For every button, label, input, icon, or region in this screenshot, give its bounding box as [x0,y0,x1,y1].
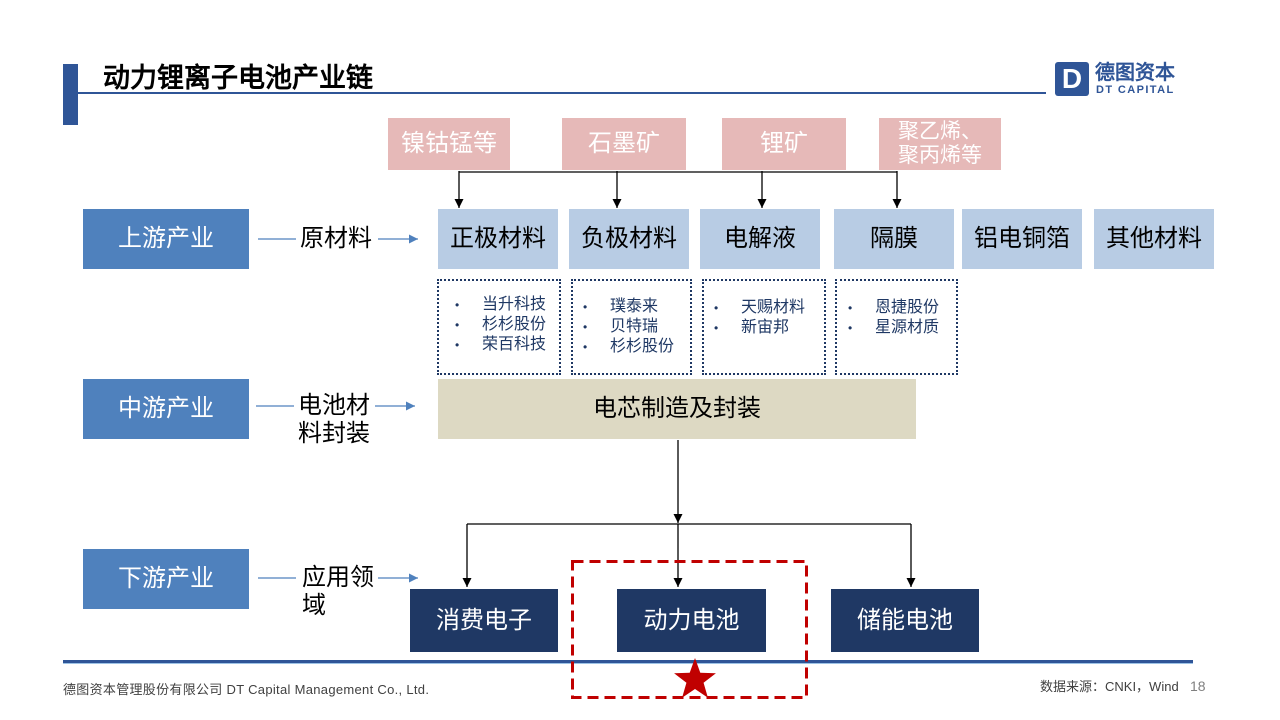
bullet-marker: • [583,300,588,314]
supplier-name: 杉杉股份 [482,316,547,333]
supplier-name: 当升科技 [482,296,547,313]
supplier-list-cathode: • 当升科技 • 杉杉股份 • 荣百科技 [437,279,561,375]
supplier-list-electrolyte: • 天赐材料 • 新宙邦 [702,279,826,375]
list-item: • 恩捷股份 [848,298,956,318]
brand-logo-icon: D [1055,62,1089,96]
raw-source-lithium: 锂矿 [722,118,846,170]
page-title: 动力锂离子电池产业链 [103,63,373,93]
list-item: • 新宙邦 [714,318,824,338]
supplier-list-separator: • 恩捷股份 • 星源材质 [835,279,958,375]
application-power-battery: 动力电池 [617,589,766,652]
list-item: • 荣百科技 [455,335,559,355]
raw-source-polyolefin: 聚乙烯、 聚丙烯等 [879,118,1001,170]
application-label: 消费电子 [436,606,532,634]
material-label: 正极材料 [450,225,546,252]
stage-label: 上游产业 [118,225,214,252]
supplier-name: 星源材质 [875,319,940,336]
data-source-note: 数据来源：CNKI，Wind [1040,679,1179,694]
supplier-name: 新宙邦 [741,319,790,336]
supplier-name: 荣百科技 [482,336,547,353]
brand-name-en: DT CAPITAL [1096,84,1175,96]
material-label: 隔膜 [870,225,918,252]
title-accent-bar [63,64,78,125]
stage-label: 中游产业 [118,395,214,422]
material-label: 铝电铜箔 [974,225,1070,252]
raw-source-label: 石墨矿 [588,130,660,157]
descriptor-line: 应用领 [302,564,374,591]
material-aluminum-copper-foil: 铝电铜箔 [962,209,1082,269]
bullet-marker: • [455,298,460,312]
material-separator: 隔膜 [834,209,954,269]
stage-descriptor-midstream: 电池材 料封装 [298,392,370,448]
stage-label: 下游产业 [118,565,214,592]
application-energy-storage: 储能电池 [831,589,979,652]
list-item: • 星源材质 [848,318,956,338]
material-label: 负极材料 [581,225,677,252]
supplier-list-anode: • 璞泰来 • 贝特瑞 • 杉杉股份 [571,279,692,375]
raw-source-label: 聚乙烯、 [898,120,982,143]
stage-downstream: 下游产业 [83,549,249,609]
stage-descriptor-upstream: 原材料 [300,225,372,253]
material-electrolyte: 电解液 [700,209,820,269]
raw-source-graphite: 石墨矿 [562,118,686,170]
bullet-marker: • [714,321,719,335]
brand-name-cn: 德图资本 [1095,62,1175,84]
raw-source-label: 锂矿 [760,130,808,157]
bullet-marker: • [848,301,853,315]
bullet-marker: • [714,301,719,315]
descriptor-line: 域 [302,592,326,619]
list-item: • 杉杉股份 [455,315,559,335]
footer-rule-accent [63,663,1193,664]
material-anode: 负极材料 [569,209,689,269]
bullet-marker: • [583,320,588,334]
stage-midstream: 中游产业 [83,379,249,439]
material-label: 电解液 [724,225,796,252]
stage-descriptor-downstream: 应用领 域 [302,564,374,620]
process-cell-manufacturing: 电芯制造及封装 [438,379,916,439]
list-item: • 贝特瑞 [583,317,690,337]
page-number: 18 [1190,678,1206,694]
bullet-marker: • [455,338,460,352]
list-item: • 璞泰来 [583,297,690,317]
stage-upstream: 上游产业 [83,209,249,269]
list-item: • 当升科技 [455,295,559,315]
footer-company: 德图资本管理股份有限公司 DT Capital Management Co., … [63,682,430,697]
bullet-marker: • [848,321,853,335]
material-cathode: 正极材料 [438,209,558,269]
material-other: 其他材料 [1094,209,1214,269]
raw-source-label: 聚丙烯等 [898,144,982,167]
supplier-name: 璞泰来 [610,298,659,315]
supplier-name: 贝特瑞 [610,318,659,335]
title-underline [78,92,1046,94]
application-label: 储能电池 [857,606,953,634]
bullet-marker: • [455,318,460,332]
supplier-name: 恩捷股份 [875,299,940,316]
application-label: 动力电池 [643,606,740,634]
descriptor-line: 电池材 [298,392,370,419]
supplier-name: 天赐材料 [741,299,806,316]
supplier-name: 杉杉股份 [610,338,675,355]
process-label: 电芯制造及封装 [593,395,761,422]
descriptor-line: 原材料 [300,225,372,252]
raw-source-nickel-cobalt-manganese: 镍钴锰等 [388,118,510,170]
list-item: • 杉杉股份 [583,337,690,357]
material-label: 其他材料 [1106,225,1202,252]
application-consumer-electronics: 消费电子 [410,589,558,652]
descriptor-line: 料封装 [298,420,370,447]
list-item: • 天赐材料 [714,298,824,318]
bullet-marker: • [583,340,588,354]
raw-source-label: 镍钴锰等 [401,130,497,157]
